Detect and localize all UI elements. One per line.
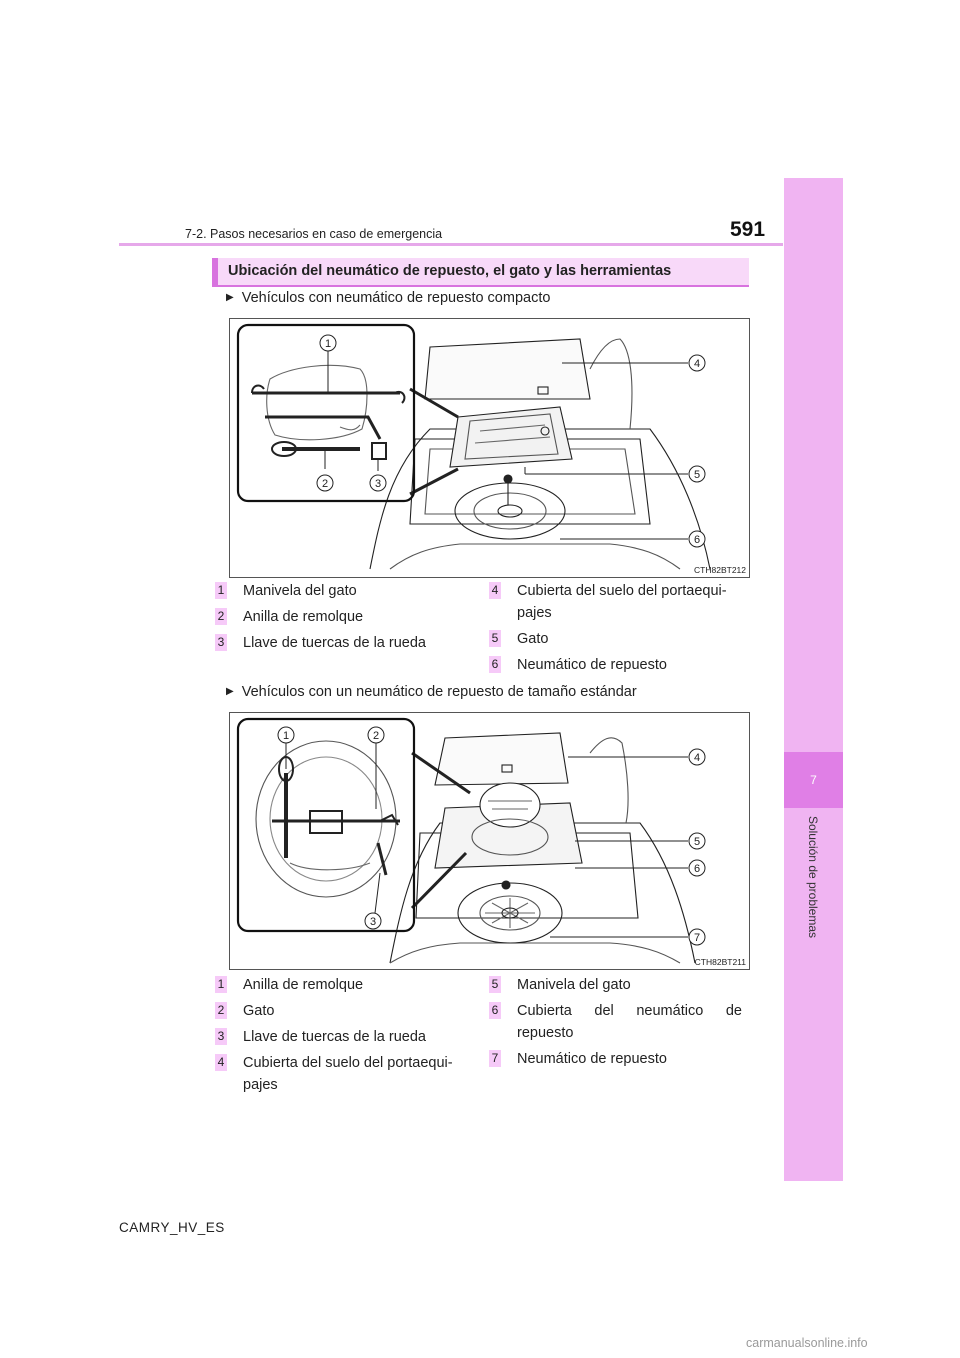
legend-right-2: 5 Manivela del gato 6 Cubierta del neumá… — [489, 974, 749, 1074]
callout-marker-1 — [319, 334, 337, 352]
topic-title-box: Ubicación del neumático de repuesto, el … — [212, 258, 749, 285]
legend-text: Anilla de remolque — [243, 609, 364, 625]
figure-code: CTH82BT211 — [694, 957, 746, 967]
footer-model-code: CAMRY_HV_ES — [119, 1220, 225, 1235]
callout-marker-7 — [688, 928, 706, 946]
callout-label: 2 — [373, 730, 379, 742]
header-rule — [119, 243, 783, 246]
bullet-arrow-icon: ▶ — [226, 292, 234, 303]
callout-label: 2 — [322, 478, 328, 490]
legend-number: 2 — [215, 1002, 227, 1019]
callout-marker-6 — [688, 530, 706, 548]
callout-label: 6 — [694, 534, 700, 546]
bullet-compact-spare: ▶ Vehículos con neumático de repuesto com… — [226, 290, 550, 306]
callout-label: 7 — [694, 932, 700, 944]
legend-text: Neumático de repuesto — [517, 1051, 667, 1067]
callout-label: 5 — [694, 469, 700, 481]
callout-label: 1 — [283, 730, 289, 742]
callout-marker-4 — [688, 748, 706, 766]
callout-label: 6 — [694, 863, 700, 875]
legend-text: Llave de tuercas de la rueda — [243, 1029, 426, 1045]
legend-left-1: 1 Manivela del gato 2 Anilla de remolque… — [215, 580, 460, 670]
legend-text: Cubierta del suelo del portaequi- — [243, 1055, 453, 1071]
callout-marker-5 — [688, 465, 706, 483]
callout-label: 4 — [694, 358, 700, 370]
legend-number: 3 — [215, 1028, 227, 1045]
bullet-text: Vehículos con neumático de repuesto comp… — [241, 290, 551, 306]
legend-text: Cubierta del suelo del portaequi- — [517, 583, 727, 599]
legend-number: 6 — [489, 1002, 501, 1019]
callout-label: 5 — [694, 836, 700, 848]
legend-number: 4 — [489, 582, 501, 599]
legend-text: Manivela del gato — [243, 583, 357, 599]
legend-number: 2 — [215, 608, 227, 625]
bullet-standard-spare: ▶ Vehículos con un neumático de repuesto … — [226, 684, 637, 700]
legend-text: Anilla de remolque — [243, 977, 364, 993]
legend-text-continued: pajes — [243, 1077, 278, 1093]
callout-marker-2 — [316, 474, 334, 492]
section-header: 7-2. Pasos necesarios en caso de emergen… — [185, 227, 443, 241]
legend-number: 3 — [215, 634, 227, 651]
legend-text: Cubierta del neumático de — [517, 1003, 742, 1019]
chapter-side-tab — [784, 178, 843, 1181]
illustration-standard-spare: 1 2 3 4 5 6 7 — [236, 717, 706, 964]
callout-marker-3 — [369, 474, 387, 492]
legend-text-continued: repuesto — [517, 1025, 574, 1041]
legend-number: 5 — [489, 630, 501, 647]
illustration-compact-spare: 1 2 3 4 5 6 — [236, 323, 711, 570]
legend-number: 5 — [489, 976, 501, 993]
topic-rule — [212, 285, 749, 287]
legend-number: 4 — [215, 1054, 227, 1071]
legend-text: Manivela del gato — [517, 977, 631, 993]
legend-text-continued: pajes — [517, 605, 552, 621]
callout-marker-5 — [688, 832, 706, 850]
callout-marker-1 — [277, 726, 295, 744]
legend-left-2: 1 Anilla de remolque 2 Gato 3 Llave de t… — [215, 974, 465, 1098]
figure-code: CTH82BT212 — [694, 565, 746, 575]
legend-number: 1 — [215, 976, 227, 993]
figure-standard-spare: 1 2 3 4 5 6 7 CTH82BT211 — [229, 712, 750, 970]
callout-marker-2 — [367, 726, 385, 744]
watermark: carmanualsonline.info — [746, 1336, 868, 1350]
bullet-text: Vehículos con un neumático de repuesto d… — [241, 684, 637, 700]
legend-number: 7 — [489, 1050, 501, 1067]
legend-text: Gato — [243, 1003, 275, 1019]
callout-marker-6 — [688, 859, 706, 877]
legend-number: 6 — [489, 656, 501, 673]
callout-label: 3 — [370, 916, 376, 928]
legend-text: Neumático de repuesto — [517, 657, 667, 673]
bullet-arrow-icon: ▶ — [226, 686, 234, 697]
callout-label: 4 — [694, 752, 700, 764]
chapter-number-tab[interactable]: 7 — [784, 752, 843, 808]
legend-number: 1 — [215, 582, 227, 599]
callout-label: 1 — [325, 338, 331, 350]
figure-compact-spare: 1 2 3 4 5 6 CTH82BT212 — [229, 318, 750, 578]
callout-label: 3 — [375, 478, 381, 490]
page-number: 591 — [730, 218, 766, 241]
legend-right-1: 4 Cubierta del suelo del portaequi- paje… — [489, 580, 749, 680]
legend-text: Gato — [517, 631, 549, 647]
legend-text: Llave de tuercas de la rueda — [243, 635, 426, 651]
callout-marker-3 — [364, 912, 382, 930]
callout-marker-4 — [688, 354, 706, 372]
chapter-title-vertical: Solución de problemas — [806, 815, 820, 939]
topic-title: Ubicación del neumático de repuesto, el … — [228, 263, 672, 279]
